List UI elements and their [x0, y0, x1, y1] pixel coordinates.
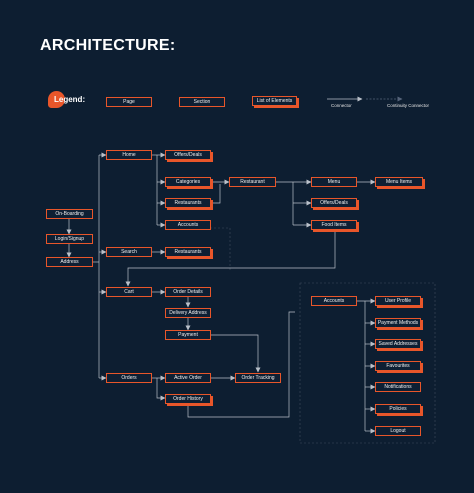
node-order-tracking: Order Tracking: [235, 373, 281, 383]
node-favourites: Favourites: [375, 361, 421, 371]
legend-continuity-label: Continuity Connector: [387, 103, 430, 108]
node-restaurants-search: Restaurants: [165, 247, 211, 257]
node-user-profile: User Profile: [375, 296, 421, 306]
node-restaurants-home: Restaurants: [165, 198, 211, 208]
node-saved-addresses: Saved Addresses: [375, 339, 421, 349]
node-logout: Logout: [375, 426, 421, 436]
node-offers-deals-home: Offers/Deals: [165, 150, 211, 160]
node-notifications: Notifications: [375, 382, 421, 392]
node-cart: Cart: [106, 287, 152, 297]
page-title: ARCHITECTURE:: [40, 37, 176, 54]
node-active-order: Active Order: [165, 373, 211, 383]
legend-heading: Legend:: [54, 95, 86, 104]
node-food-items: Food Items: [311, 220, 357, 230]
node-categories: Categories: [165, 177, 211, 187]
node-home: Home: [106, 150, 152, 160]
continuity-region: [210, 227, 436, 444]
node-policies: Policies: [375, 404, 421, 414]
node-restaurant: Restaurant: [229, 177, 276, 187]
node-menu-items: Menu Items: [375, 177, 423, 187]
node-payment: Payment: [165, 330, 211, 340]
node-payment-methods: Payment Methods: [375, 318, 421, 328]
legend-connector-label: Connector: [331, 103, 352, 108]
node-search: Search: [106, 247, 152, 257]
node-accounts: Accounts: [311, 296, 357, 306]
node-login-signup: Login/Signup: [46, 234, 93, 244]
node-orders: Orders: [106, 373, 152, 383]
node-delivery-address: Delivery Address: [165, 308, 211, 318]
legend-page: Page: [106, 97, 152, 107]
legend-badge: Legend:: [48, 91, 88, 109]
node-order-details: Order Details: [165, 287, 211, 297]
node-offers-deals-menu: Offers/Deals: [311, 198, 357, 208]
legend-list-of-elements: List of Elements: [252, 96, 297, 106]
node-accounts-home: Accounts: [165, 220, 211, 230]
node-onboarding: On-Boarding: [46, 209, 93, 219]
node-address: Address: [46, 257, 93, 267]
node-menu: Menu: [311, 177, 357, 187]
legend-blob-icon: [48, 91, 65, 108]
node-order-history: Order History: [165, 394, 211, 404]
legend-section: Section: [179, 97, 225, 107]
